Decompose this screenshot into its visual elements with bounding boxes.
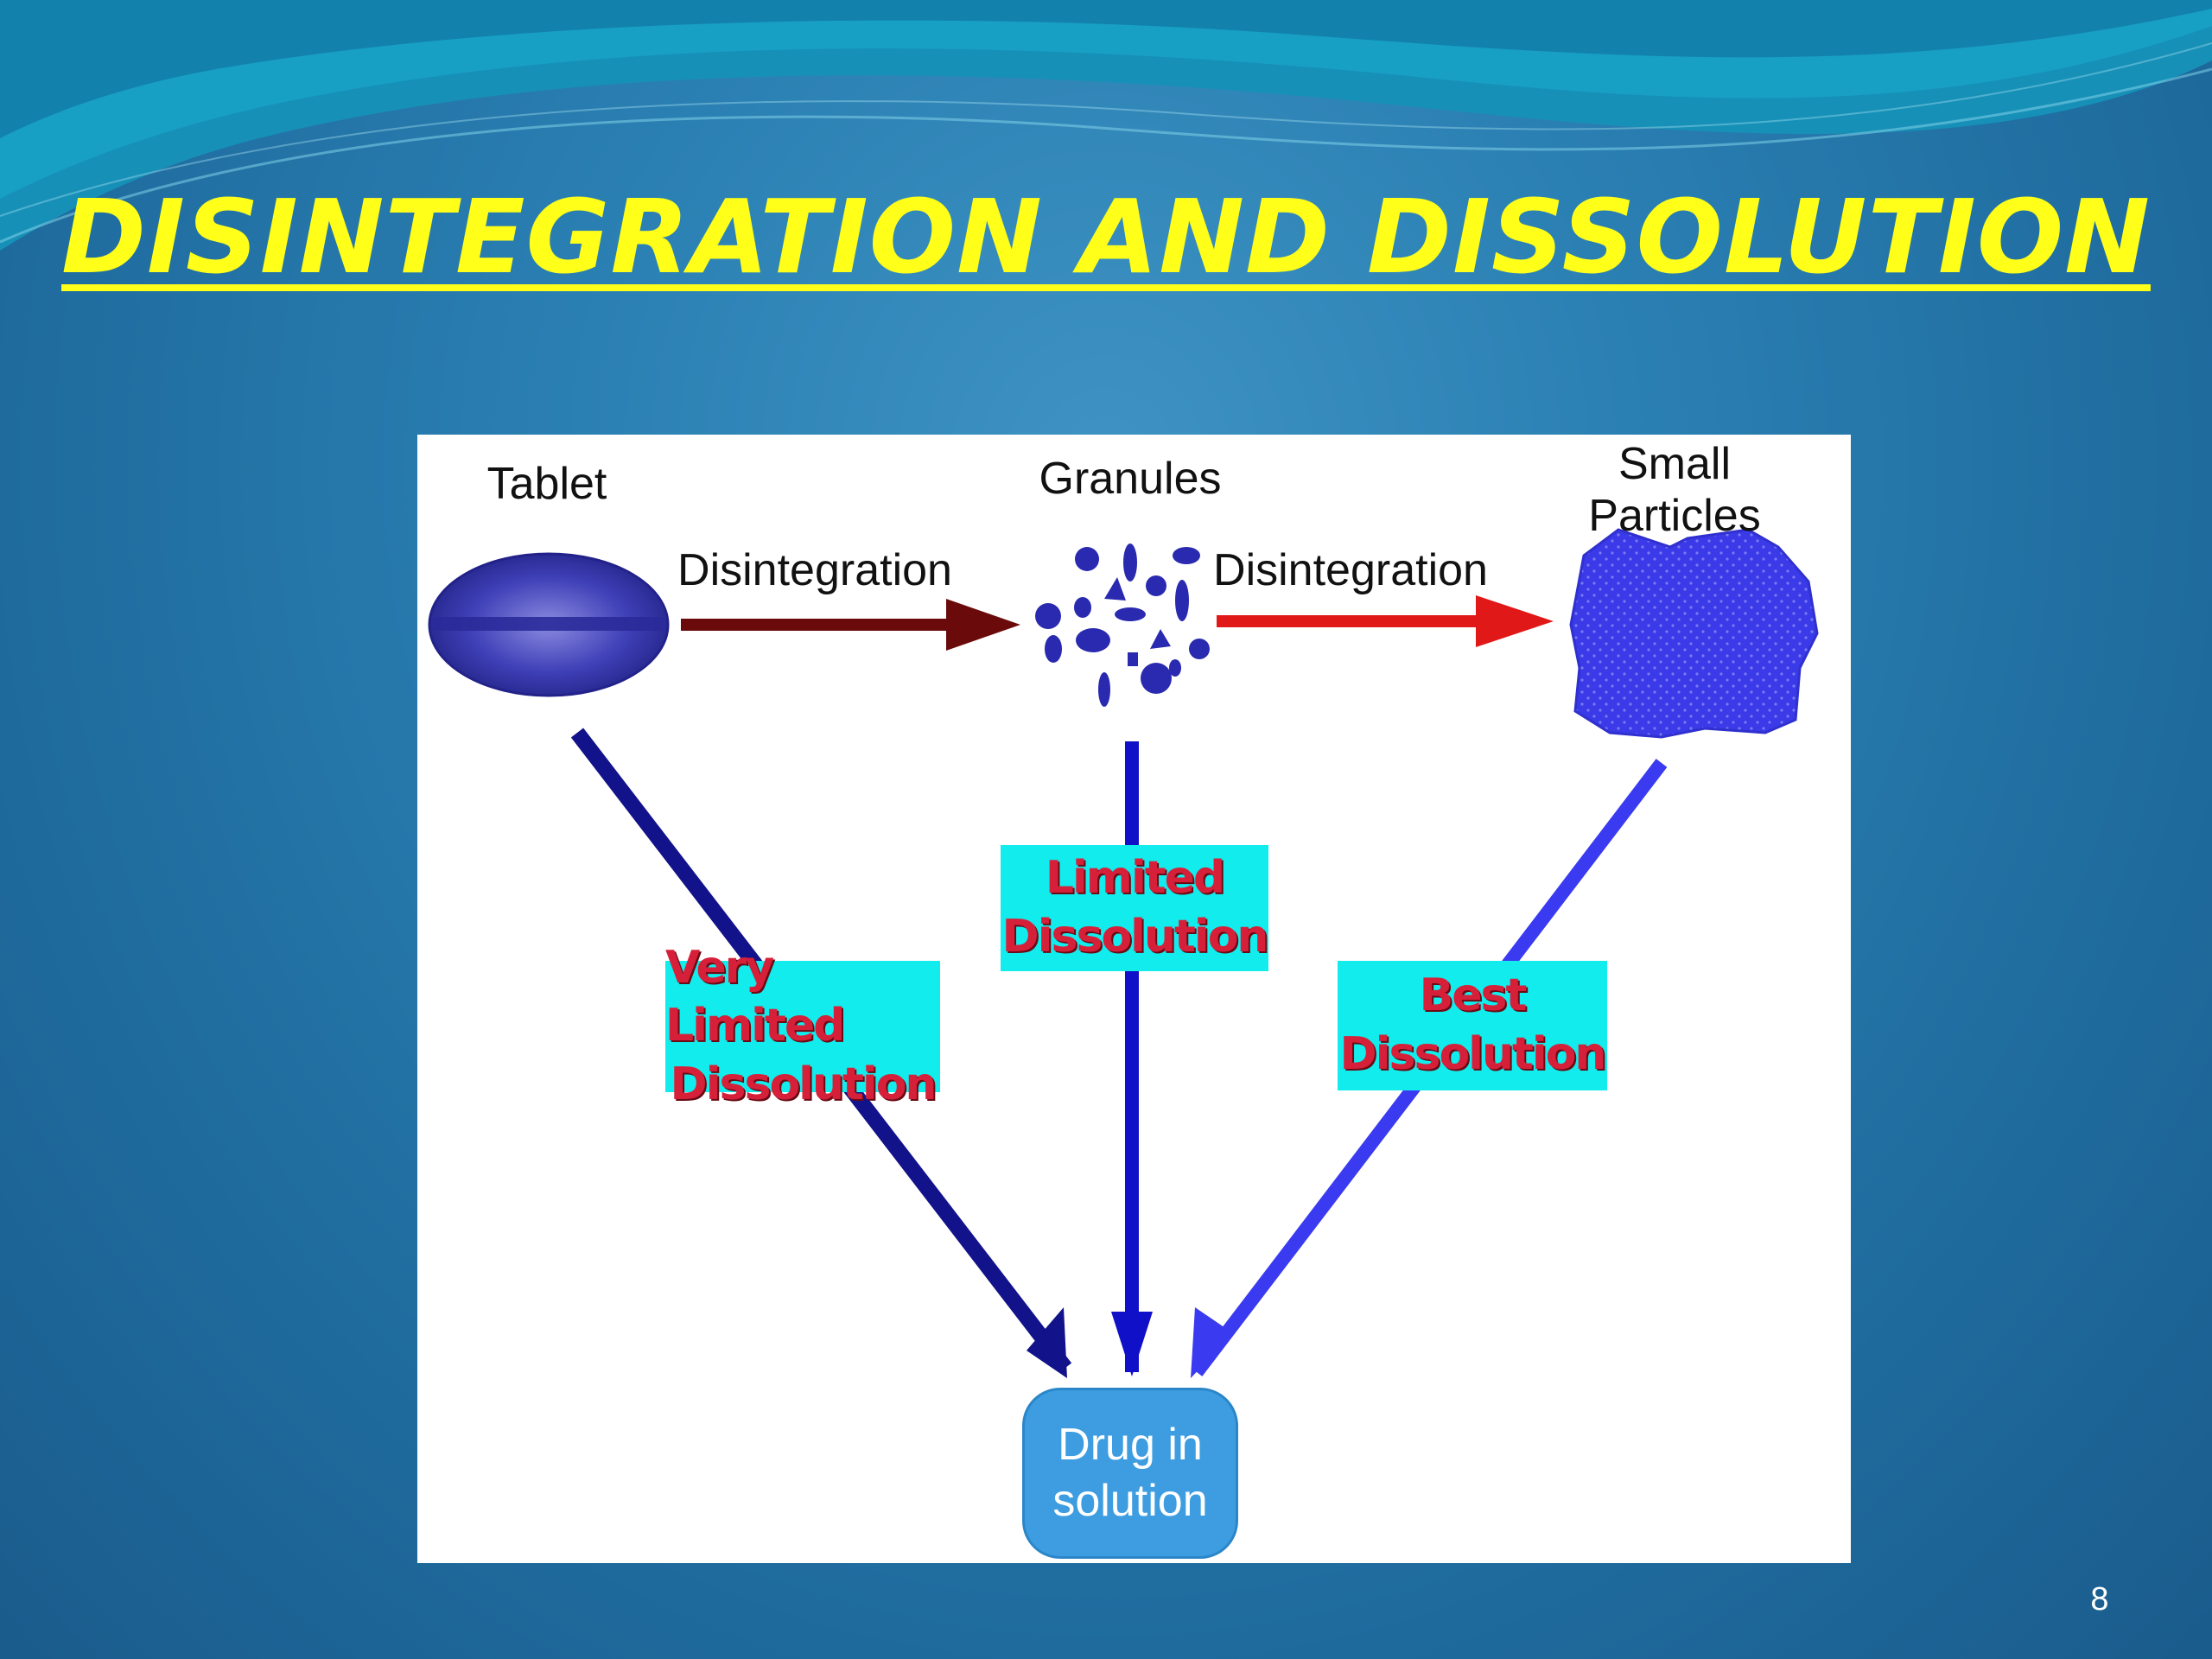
granules-label: Granules <box>1039 454 1222 504</box>
granules-to-solution-arrow <box>1111 741 1153 1376</box>
drug-in-solution-node: Drug in solution <box>1022 1388 1238 1559</box>
small-particles-label: Small Particles <box>1588 439 1761 541</box>
limited-dissolution-box: Limited Dissolution <box>1001 845 1268 971</box>
disintegration-label-2: Disintegration <box>1213 545 1488 595</box>
slide-title: DISINTEGRATION AND DISSOLUTION <box>61 177 2151 296</box>
best-dissolution-box: Best Dissolution <box>1338 961 1607 1090</box>
tablet-label: Tablet <box>486 459 607 509</box>
small-particles-shape <box>1569 528 1819 739</box>
disintegration-label-1: Disintegration <box>677 545 952 595</box>
disintegration-diagram: Tablet Granules Small Particles Disinteg… <box>417 435 1851 1563</box>
tablet-shape <box>428 552 670 697</box>
disintegration-arrow-2 <box>1217 595 1554 647</box>
very-limited-dissolution-box: Very Limited Dissolution <box>665 942 940 1110</box>
header-wave-decoration <box>0 0 2212 251</box>
page-number: 8 <box>2090 1581 2109 1618</box>
granules-shape <box>1035 543 1210 707</box>
disintegration-arrow-1 <box>681 599 1020 651</box>
